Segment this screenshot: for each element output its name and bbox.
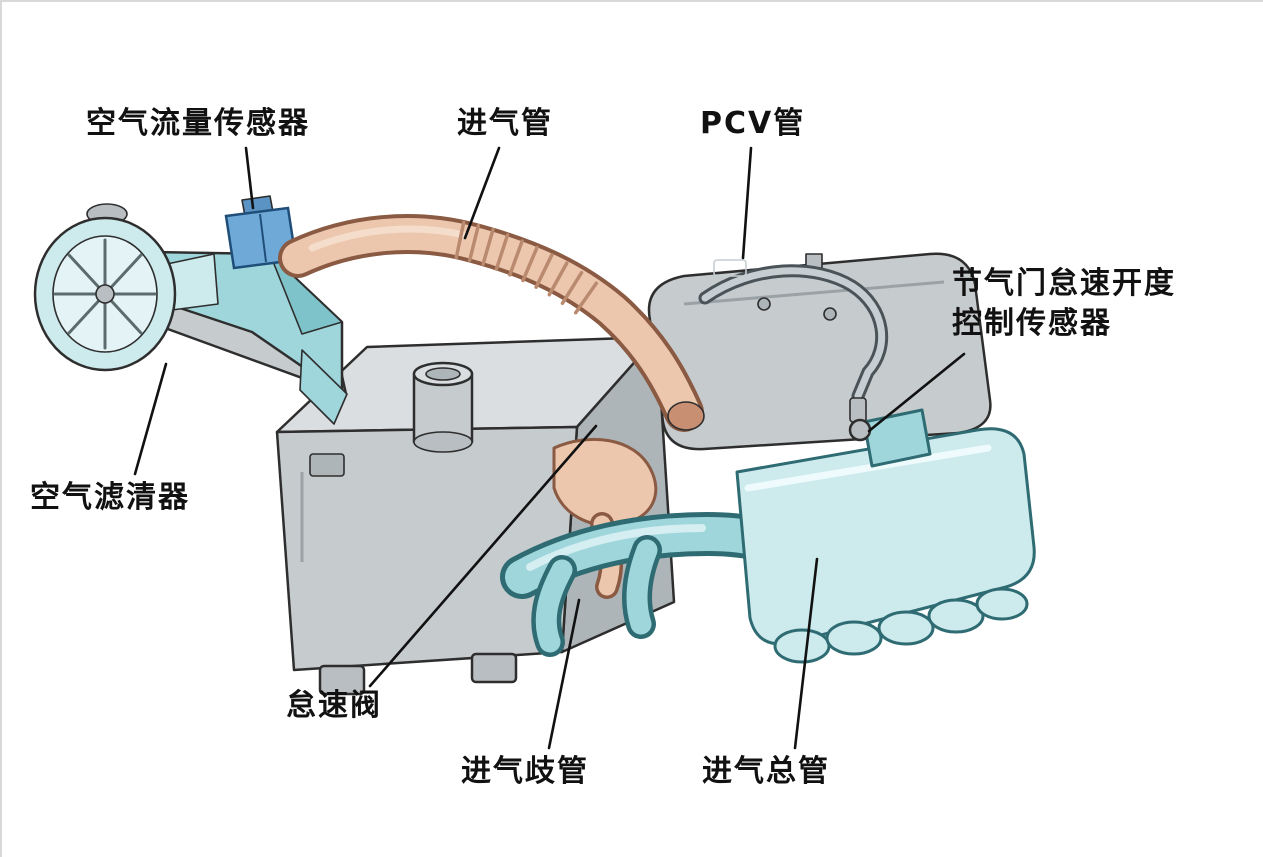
pcv-pipe-part <box>698 259 889 403</box>
leader-intake-manifold <box>547 598 581 750</box>
leader-air-filter <box>133 362 168 476</box>
label-air-flow-sensor: 空气流量传感器 <box>86 106 310 141</box>
intake-hose <box>278 214 705 432</box>
air-cleaner <box>33 203 219 372</box>
leader-intake-plenum <box>793 557 819 750</box>
leader-idle-valve <box>368 424 598 688</box>
oil-filler-cylinder <box>412 361 474 453</box>
leader-throttle-sensor <box>867 352 966 433</box>
leader-pcv-pipe <box>741 146 753 260</box>
label-pcv-pipe: PCV管 <box>700 106 806 141</box>
label-intake-manifold: 进气歧管 <box>461 754 589 789</box>
leader-air-flow-sensor <box>244 146 255 210</box>
hose-ribs <box>454 220 599 315</box>
leader-intake-pipe <box>463 146 501 240</box>
label-throttle-sensor-line1: 节气门怠速开度 <box>952 266 1176 301</box>
intake-plenum-part <box>735 427 1036 664</box>
label-intake-plenum: 进气总管 <box>702 754 830 789</box>
label-throttle-sensor-line2: 控制传感器 <box>952 306 1112 341</box>
label-throttle-sensor: 节气门怠速开度 控制传感器 <box>952 264 1176 344</box>
leader-lines <box>133 146 966 750</box>
throttle-sensor-part <box>848 397 932 468</box>
label-intake-pipe: 进气管 <box>457 106 553 141</box>
label-idle-valve: 怠速阀 <box>286 688 382 723</box>
label-air-filter: 空气滤清器 <box>30 480 190 515</box>
